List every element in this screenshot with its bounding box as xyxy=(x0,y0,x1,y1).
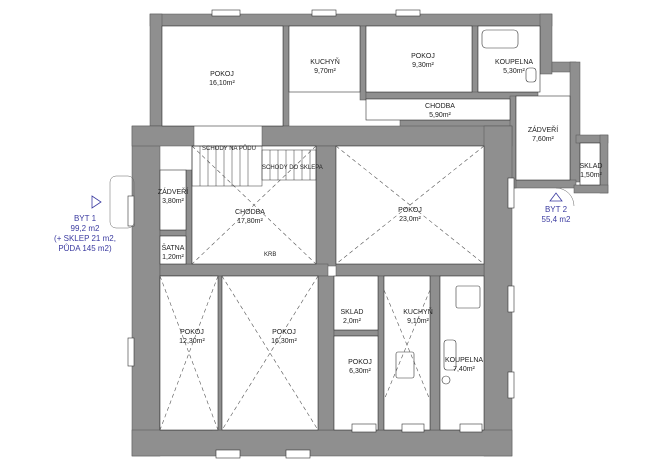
room-kuchyn-top xyxy=(288,25,361,93)
ceiling-diagonals xyxy=(159,145,485,431)
room-pokoj-small xyxy=(333,335,379,431)
room-zadveri-left xyxy=(159,169,187,231)
room-kuchyn-bottom xyxy=(383,275,431,431)
room-pokoj-top-mid xyxy=(365,25,473,93)
windows xyxy=(127,9,515,459)
label-krb: KRB xyxy=(264,252,277,258)
room-satna xyxy=(159,235,187,265)
unit-byt1-name: BYT 1 xyxy=(73,214,97,223)
room-pokoj-top-left xyxy=(161,25,284,127)
unit-byt2-info: BYT 2 55,4 m2 xyxy=(526,205,586,225)
walls xyxy=(131,13,609,457)
unit-byt1-extra2: PŮDA 145 m2) xyxy=(58,244,112,253)
room-koupelna-top xyxy=(477,25,541,93)
bathroom-fixtures xyxy=(395,29,537,385)
label-schody-sklep: SCHODY DO SKLEPA xyxy=(262,165,323,171)
unit-byt1-extra1: (+ SKLEP 21 m2, xyxy=(54,234,116,243)
unit-byt2-name: BYT 2 xyxy=(544,205,568,214)
label-schody-pudu: SCHODY NA PŮDU xyxy=(202,146,256,152)
unit-byt2-area: 55,4 m2 xyxy=(541,215,571,224)
unit-byt1-area: 99,2 m2 xyxy=(70,224,100,233)
stairs xyxy=(191,145,317,187)
room-zadveri-right xyxy=(515,95,571,181)
room-chodba-top xyxy=(365,98,511,121)
entrance-markers xyxy=(91,192,563,209)
unit-byt1-info: BYT 1 99,2 m2 (+ SKLEP 21 m2, PŮDA 145 m… xyxy=(50,214,120,254)
room-sklad-right xyxy=(579,142,601,186)
room-sklad-bottom xyxy=(333,275,379,331)
room-koupelna-bottom xyxy=(439,275,485,431)
